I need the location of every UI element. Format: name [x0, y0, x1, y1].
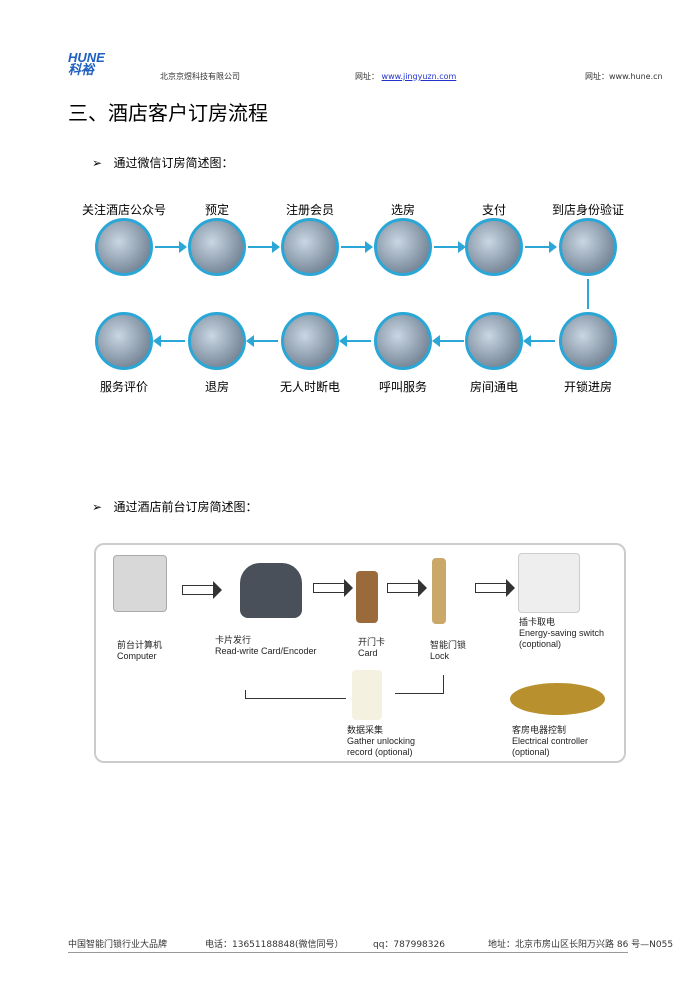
section2-heading: ➢ 通过酒店前台订房简述图： — [92, 500, 258, 514]
company-name: 北京京煜科技有限公司 — [160, 72, 240, 81]
step-image — [374, 312, 432, 370]
node-en: Read-write Card/Encoder — [215, 646, 317, 656]
arrow-right-icon — [248, 241, 280, 253]
footer-address: 地址：北京市房山区长阳万兴路 86 号—N055 — [488, 940, 674, 950]
section1-heading: ➢ 通过微信订房简述图： — [92, 156, 234, 170]
record-image — [352, 670, 382, 720]
node-cn: 插卡取电 — [519, 617, 556, 627]
node-en: Electrical controller (optional) — [512, 736, 589, 757]
step-label: 注册会员 — [285, 203, 334, 217]
step-label: 支付 — [481, 203, 506, 217]
arrow-left-icon — [339, 335, 371, 347]
lock-image — [432, 558, 446, 624]
node-en: Gather unlocking record (optional) — [347, 736, 416, 757]
arrow-right-icon — [341, 241, 373, 253]
site-label: 网址： — [585, 72, 609, 81]
step-label: 预定 — [204, 203, 229, 217]
card-image — [356, 571, 378, 623]
step-label: 到店身份验证 — [551, 203, 624, 217]
arrow-icon — [313, 579, 353, 597]
node-en: Energy-saving switch (coptional) — [519, 628, 605, 649]
footer-divider — [68, 952, 628, 953]
arrow-icon — [475, 579, 515, 597]
arrow-right-icon — [434, 241, 466, 253]
node-en: Card — [358, 648, 378, 658]
step-image — [188, 218, 246, 276]
heading-text: 通过酒店前台订房简述图： — [113, 500, 258, 514]
step-image — [559, 218, 617, 276]
return-arrow-icon — [245, 690, 346, 699]
heading-text: 通过微信订房简述图： — [113, 156, 234, 170]
step-image — [188, 312, 246, 370]
step-image — [281, 218, 339, 276]
footer-qq: qq：787998326 — [373, 940, 445, 950]
step-image — [95, 312, 153, 370]
logo-cn: 科裕 — [68, 62, 95, 77]
step-label: 呼叫服务 — [378, 380, 427, 394]
switch-image — [518, 553, 580, 613]
step-label: 退房 — [204, 380, 229, 394]
node-cn: 开门卡 — [358, 637, 386, 647]
arrow-right-icon — [155, 241, 187, 253]
step-image — [374, 218, 432, 276]
step-image — [465, 218, 523, 276]
site-label: 网址： — [355, 72, 379, 81]
arrow-left-icon — [246, 335, 278, 347]
step-label: 选房 — [390, 203, 415, 217]
arrow-icon — [182, 581, 222, 599]
arrow-down-icon — [587, 279, 589, 309]
step-image — [281, 312, 339, 370]
node-cn: 数据采集 — [347, 725, 384, 735]
arrow-left-icon — [523, 335, 555, 347]
node-cn: 客房电器控制 — [512, 725, 567, 735]
site2: 网址：www.hune.cn — [585, 71, 663, 82]
site-text: www.hune.cn — [609, 72, 663, 81]
computer-image — [113, 555, 167, 612]
step-image — [559, 312, 617, 370]
site1: 网址： www.jingyuzn.com — [355, 71, 456, 82]
encoder-image — [240, 563, 302, 618]
step-label: 关注酒店公众号 — [81, 203, 166, 217]
step-label: 房间通电 — [469, 380, 518, 394]
node-en: Lock — [430, 651, 450, 661]
step-label: 服务评价 — [99, 380, 148, 394]
logo-text: HUNE — [68, 50, 105, 65]
arrow-left-icon — [153, 335, 185, 347]
site-link[interactable]: www.jingyuzn.com — [381, 72, 457, 81]
footer-phone: 电话：13651188848(微信同号） — [205, 940, 344, 950]
arrow-right-icon — [525, 241, 557, 253]
node-en: Computer — [117, 651, 157, 661]
step-label: 无人时断电 — [279, 380, 340, 394]
step-image — [95, 218, 153, 276]
arrow-icon — [387, 579, 427, 597]
arrow-left-icon — [432, 335, 464, 347]
node-cn: 智能门锁 — [430, 640, 467, 650]
frontdesk-diagram — [94, 543, 626, 763]
page-title: 三、酒店客户订房流程 — [68, 101, 268, 125]
step-image — [465, 312, 523, 370]
footer-brand: 中国智能门锁行业大品牌 — [68, 940, 168, 950]
node-cn: 卡片发行 — [215, 635, 252, 645]
controller-image — [510, 683, 605, 715]
return-arrow-icon — [395, 675, 444, 694]
node-cn: 前台计算机 — [117, 640, 163, 650]
step-label: 开锁进房 — [563, 380, 612, 394]
